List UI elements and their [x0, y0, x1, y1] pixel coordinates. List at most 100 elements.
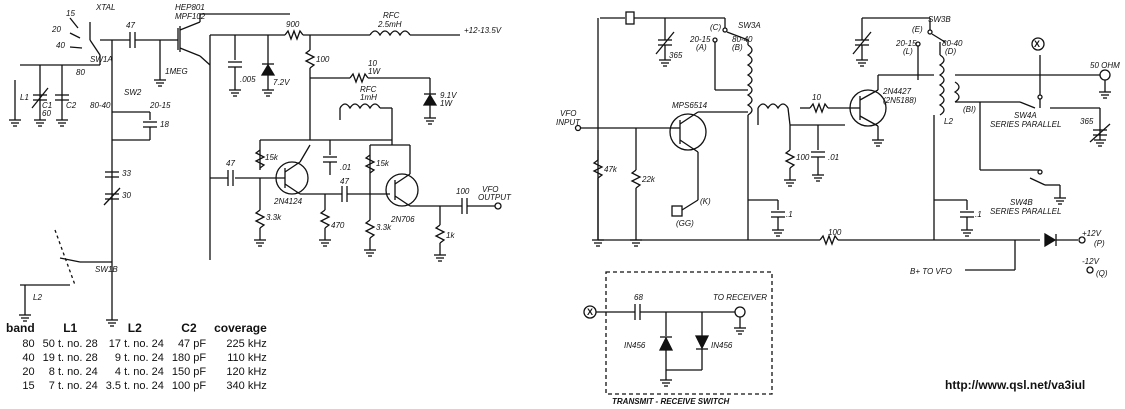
q3-label: 2N706 [390, 215, 415, 224]
rfc2-b-label: 1mH [360, 93, 377, 102]
table-cell: 4 t. no. 24 [114, 366, 164, 378]
r-1k-label: 1k [446, 231, 455, 240]
ground-icon [1054, 197, 1066, 205]
sw4b-pos-label: SERIES PARALLEL [990, 207, 1061, 216]
c-1b-label: .1 [975, 210, 982, 219]
bplus-label: B+ TO VFO [910, 267, 952, 276]
vfo-in-a-label: VFO [560, 109, 576, 118]
sw2-pos-b-label: 20-15 [149, 101, 171, 110]
c47b-label: 47 [226, 159, 235, 168]
r-15k-a-label: 15k [265, 153, 279, 162]
band-a-label: 20-15 [689, 35, 711, 44]
c365b-label: 365 [1080, 117, 1094, 126]
ground-icon [872, 139, 884, 147]
table-row: 15 7 t. no. 24 3.5 t. no. 24 100 pF 340 … [2, 379, 271, 393]
gg-label: (GG) [676, 219, 694, 228]
r-100-label: 100 [316, 55, 330, 64]
table-cell: 19 t. no. 28 [42, 352, 98, 364]
table-cell: 20 [22, 366, 35, 378]
table-row: 40 19 t. no. 28 9 t. no. 24 180 pF 110 k… [2, 351, 271, 365]
pos-c-label: (C) [710, 23, 721, 32]
vfo-out-a-label: VFO [482, 185, 498, 194]
r-15k-b-label: 15k [376, 159, 390, 168]
band-b-label: 80-40 [732, 35, 753, 44]
c47a-label: 47 [126, 21, 135, 30]
l1-label: L1 [20, 93, 29, 102]
c365a-label: 365 [669, 51, 683, 60]
ground-icon [254, 239, 266, 247]
freq-40-label: 40 [56, 41, 65, 50]
ground-icon [364, 249, 376, 257]
to-receiver-label: TO RECEIVER [713, 293, 767, 302]
fet-type-a-label: HEP801 [175, 3, 205, 12]
x-mark-tr-label: X [587, 307, 593, 317]
coil-table-header: L2 [127, 321, 142, 335]
zener-72-label: 7.2V [273, 78, 290, 87]
k-label: (K) [700, 197, 711, 206]
ground-icon [106, 319, 118, 327]
source-url: http://www.qsl.net/va3iul [945, 378, 1086, 392]
rfc1-b-label: 2.5mH [377, 20, 402, 29]
amp-circuit: 365 SW3A (C) (A) (B) 20-15 80-40 SW3B (E… [556, 11, 1120, 278]
coil-table: band L1 L2 C2 coverage 80 50 t. no. 28 1… [2, 321, 271, 393]
pos-d-label: (D) [945, 47, 956, 56]
r-100b-label: 100 [796, 153, 810, 162]
table-cell: 47 pF [177, 338, 207, 350]
r-33k-b-label: 3.3k [376, 223, 392, 232]
coil-table-header: band [6, 321, 35, 335]
r-33k-a-label: 3.3k [266, 213, 282, 222]
ground-icon [734, 327, 746, 335]
x-mark-amp-label: X [1034, 39, 1040, 49]
r-10w-b-label: 1W [368, 67, 381, 76]
table-cell: 15 [22, 380, 35, 392]
ground-icon [19, 314, 31, 322]
sw3a-label: SW3A [738, 21, 761, 30]
ground-icon [659, 59, 671, 67]
table-cell: 180 pF [171, 352, 207, 364]
ground-icon [630, 239, 642, 247]
table-cell: 340 kHz [226, 380, 267, 392]
c-01b-label: .01 [828, 153, 839, 162]
c100-label: 100 [456, 187, 470, 196]
sw2-pos-a-label: 80-40 [90, 101, 111, 110]
r-10w-a-label: 10 [368, 59, 377, 68]
coil-table-header: L1 [63, 321, 78, 335]
q2-label: 2N4124 [273, 197, 303, 206]
sw4b-label: SW4B [1010, 198, 1033, 207]
sw4a-pos-label: SERIES PARALLEL [990, 120, 1061, 129]
c30-label: 30 [122, 191, 131, 200]
ground-icon [34, 119, 46, 127]
rfc2-a-label: RFC [360, 85, 377, 94]
coil-table-header: coverage [214, 321, 267, 335]
fet-type-b-label: MPF102 [175, 12, 206, 21]
table-cell: 3.5 t. no. 24 [105, 380, 164, 392]
table-cell: 100 pF [171, 380, 207, 392]
c47c-label: 47 [340, 177, 349, 186]
ground-icon [784, 179, 796, 187]
rfc1-a-label: RFC [383, 11, 400, 20]
table-cell: 17 t. no. 24 [108, 338, 164, 350]
pos-b-label: (B) [732, 43, 743, 52]
vfo-circuit: XTAL 15 20 40 80 SW1A 47 HEP801 MPF102 1… [14, 3, 512, 320]
p-label: (P) [1094, 239, 1105, 248]
coil-table-header-row: band L1 L2 C2 coverage [2, 321, 271, 337]
ground-icon [262, 89, 274, 97]
ground-icon [961, 229, 973, 237]
ground-icon [424, 117, 436, 125]
zener-91-b-label: 1W [440, 99, 453, 108]
c-01a-label: .01 [340, 163, 351, 172]
q5-a-label: 2N4427 [882, 87, 912, 96]
table-cell: 150 pF [171, 366, 207, 378]
ohm50-label: 50 OHM [1090, 61, 1120, 70]
xtal-label: XTAL [95, 3, 115, 12]
freq-15-label: 15 [66, 9, 75, 18]
c68-label: 68 [634, 293, 643, 302]
vfo-out-b-label: OUTPUT [478, 193, 512, 202]
r-470-label: 470 [331, 221, 345, 230]
supply-label: +12-13.5V [464, 26, 502, 35]
c-1a-label: .1 [786, 210, 793, 219]
sw1b-label: SW1B [95, 265, 118, 274]
table-cell: 120 kHz [226, 366, 267, 378]
c18-label: 18 [160, 120, 169, 129]
ground-icon [154, 79, 166, 87]
